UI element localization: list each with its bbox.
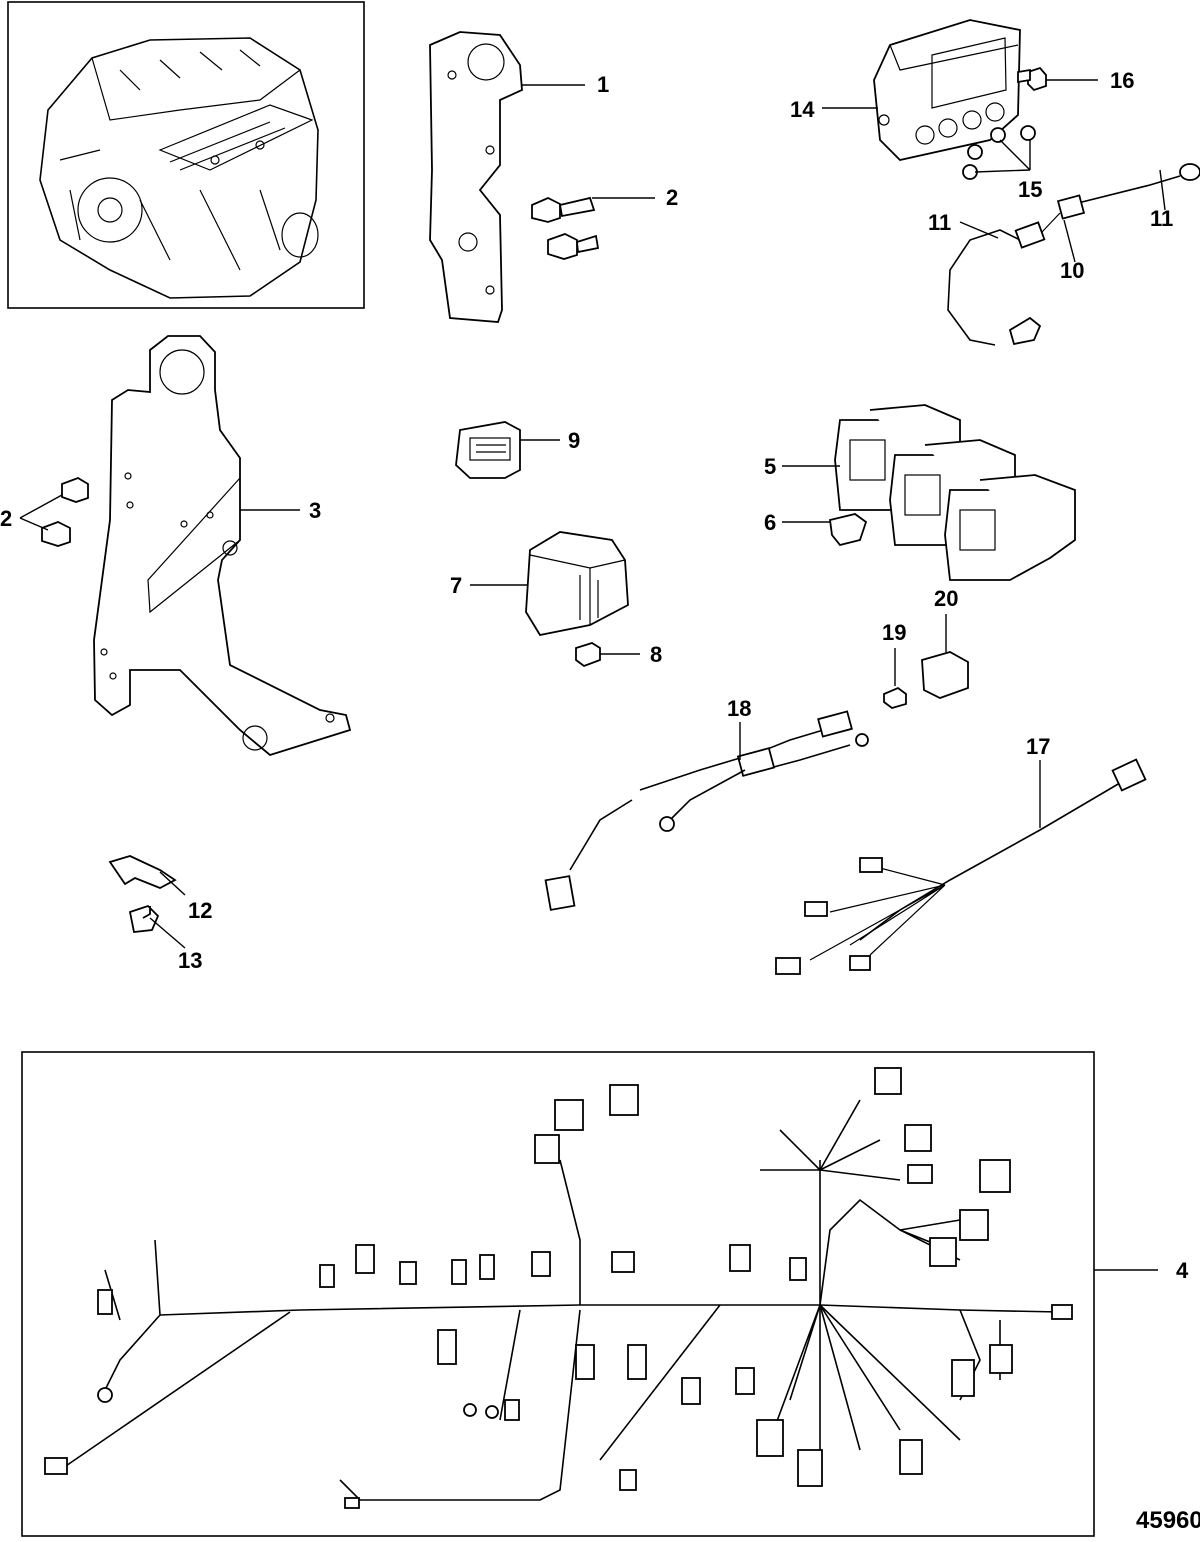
callout-5: 5 [764,454,776,479]
callout-11-left: 11 [928,210,951,235]
cable-part-11 [947,163,1200,346]
terminal-part-19 [883,686,907,709]
callout-1: 1 [597,72,609,97]
clamp-part-12 [108,855,177,889]
callout-2-top: 2 [666,185,678,210]
callout-14: 14 [790,97,815,122]
callout-6: 6 [764,510,776,535]
harness-part-4 [21,1051,1095,1537]
relays-part-5 [834,404,1076,581]
callout-16: 16 [1110,68,1134,93]
bracket-part-3 [93,335,352,757]
connector-part-9 [455,421,521,479]
screw-part-13 [128,904,160,933]
fuse-part-8 [575,642,601,668]
bolt-part-2-top [531,196,600,260]
fuse-block-part-7 [525,531,629,637]
callout-15: 15 [1018,177,1042,202]
harness-part-17 [775,758,1147,975]
engine-inset [7,1,365,309]
engine-illustration [39,37,319,299]
callout-2-left: 2 [0,506,12,531]
callout-10: 10 [1060,258,1084,283]
callout-7: 7 [450,573,462,598]
callout-8: 8 [650,642,662,667]
callout-9: 9 [568,428,580,453]
clip-part-6 [829,513,868,547]
bolt-part-2-left [41,477,89,547]
callout-19: 19 [882,620,906,645]
module-part-14 [873,19,1021,161]
callout-11-right: 11 [1150,206,1173,231]
nuts-part-15 [962,125,1036,180]
bracket-part-1 [429,31,523,323]
callout-17: 17 [1026,734,1050,759]
callout-3: 3 [309,498,321,523]
figure-number: 45960 [1136,1507,1200,1534]
callout-18: 18 [727,696,751,721]
callout-13: 13 [178,948,202,973]
callout-12: 12 [188,898,212,923]
callout-20: 20 [934,586,958,611]
harness-part-18 [544,710,869,911]
callout-4: 4 [1176,1258,1189,1283]
screw-part-16 [1017,66,1047,92]
connector-part-20 [921,651,969,699]
